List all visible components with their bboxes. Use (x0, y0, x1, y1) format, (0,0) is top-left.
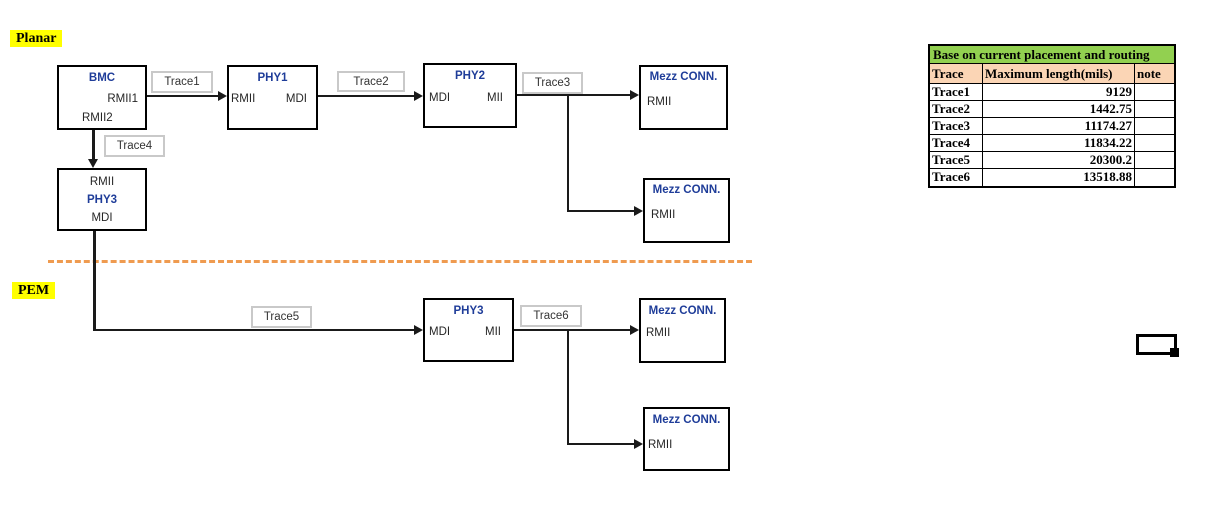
trace5-line (93, 329, 414, 331)
small-rectangle-shape[interactable] (1136, 334, 1177, 355)
cell-trace: Trace1 (930, 84, 983, 100)
col-header-trace: Trace (930, 64, 983, 83)
shape-handle-square[interactable] (1170, 348, 1179, 357)
phy3-planar-title: PHY3 (86, 194, 118, 206)
trace3-branch-vline (567, 94, 569, 212)
mezz-conn3-box[interactable]: Mezz CONN. RMII (639, 298, 726, 363)
trace3-branch-line (567, 210, 635, 212)
phy1-port-mdi: MDI (285, 93, 307, 105)
mezz-conn4-box[interactable]: Mezz CONN. RMII (643, 407, 730, 471)
trace6-line (514, 329, 631, 331)
phy2-title: PHY2 (454, 70, 486, 82)
phy1-title: PHY1 (257, 72, 288, 84)
cell-trace: Trace2 (930, 101, 983, 117)
cell-max-length: 11174.27 (983, 118, 1135, 134)
phy2-box[interactable]: PHY2 MDI MII (423, 63, 517, 128)
trace1-arrowhead-icon (218, 91, 227, 101)
mezz-conn4-title: Mezz CONN. (652, 414, 721, 426)
trace6-branch-arrowhead-icon (634, 439, 643, 449)
phy3-pem-title: PHY3 (453, 305, 484, 317)
phy3-pem-port-mdi: MDI (429, 326, 451, 338)
trace3-branch-arrowhead-icon (634, 206, 643, 216)
section-label-planar: Planar (10, 30, 63, 47)
table-row: Trace5 20300.2 (930, 152, 1174, 169)
cell-note (1135, 169, 1174, 186)
mezz-conn2-port-rmii: RMII (651, 209, 676, 221)
mezz-conn3-port-rmii: RMII (646, 327, 671, 339)
trace5-vline (93, 231, 96, 331)
cell-max-length: 9129 (983, 84, 1135, 100)
bmc-title: BMC (88, 72, 116, 84)
trace6-arrowhead-icon (630, 325, 639, 335)
trace6-branch-line (567, 443, 635, 445)
cell-note (1135, 152, 1174, 168)
bmc-port-rmii2: RMII2 (82, 112, 113, 124)
trace4-label[interactable]: Trace4 (104, 135, 165, 157)
mezz-conn2-title: Mezz CONN. (652, 184, 721, 196)
phy3-pem-port-mii: MII (485, 326, 501, 338)
table-header-row: Trace Maximum length(mils) note (930, 64, 1174, 84)
trace6-label[interactable]: Trace6 (520, 305, 582, 327)
cell-max-length: 11834.22 (983, 135, 1135, 151)
trace1-label[interactable]: Trace1 (151, 71, 213, 93)
cell-trace: Trace5 (930, 152, 983, 168)
table-row: Trace4 11834.22 (930, 135, 1174, 152)
trace3-line (517, 94, 631, 96)
phy1-box[interactable]: PHY1 RMII MDI (227, 65, 318, 130)
section-label-pem: PEM (12, 282, 56, 299)
cell-note (1135, 135, 1174, 151)
cell-trace: Trace6 (930, 169, 983, 186)
table-row: Trace1 9129 (930, 84, 1174, 101)
phy2-port-mdi: MDI (429, 92, 451, 104)
col-header-note: note (1137, 66, 1161, 81)
trace2-line (318, 95, 415, 97)
col-header-max-length: Maximum length(mils) (983, 64, 1135, 83)
cell-trace: Trace4 (930, 135, 983, 151)
mezz-conn1-title: Mezz CONN. (649, 71, 718, 83)
phy3-planar-box[interactable]: RMII PHY3 MDI (57, 168, 147, 231)
trace5-arrowhead-icon (414, 325, 423, 335)
phy1-port-rmii: RMII (231, 93, 256, 105)
cell-max-length: 1442.75 (983, 101, 1135, 117)
routing-length-table[interactable]: Base on current placement and routing Tr… (928, 44, 1176, 188)
mezz-conn1-box[interactable]: Mezz CONN. RMII (639, 65, 728, 130)
table-row: Trace6 13518.88 (930, 169, 1174, 186)
table-row: Trace2 1442.75 (930, 101, 1174, 118)
phy3-pem-box[interactable]: PHY3 MDI MII (423, 298, 514, 362)
phy2-port-mii: MII (487, 92, 503, 104)
cell-note (1135, 118, 1174, 134)
cell-max-length: 20300.2 (983, 152, 1135, 168)
trace3-label[interactable]: Trace3 (522, 72, 583, 94)
phy3-planar-port-rmii: RMII (89, 176, 115, 188)
trace4-line (92, 130, 95, 161)
bmc-port-rmii1: RMII1 (107, 93, 138, 105)
mezz-conn1-port-rmii: RMII (647, 96, 672, 108)
cell-trace: Trace3 (930, 118, 983, 134)
bmc-box[interactable]: BMC RMII1 RMII2 (57, 65, 147, 130)
phy3-planar-port-mdi: MDI (91, 212, 113, 224)
trace5-label[interactable]: Trace5 (251, 306, 312, 328)
mezz-conn3-title: Mezz CONN. (648, 305, 717, 317)
section-divider-dashed-line (48, 260, 752, 263)
trace4-arrowhead-icon (88, 159, 98, 168)
trace2-label[interactable]: Trace2 (337, 71, 405, 92)
trace3-arrowhead-icon (630, 90, 639, 100)
cell-note (1135, 84, 1174, 100)
table-title: Base on current placement and routing (930, 46, 1174, 64)
trace1-line (147, 95, 219, 97)
trace2-arrowhead-icon (414, 91, 423, 101)
mezz-conn2-box[interactable]: Mezz CONN. RMII (643, 178, 730, 243)
trace6-branch-vline (567, 329, 569, 445)
cell-max-length: 13518.88 (983, 169, 1135, 186)
cell-note (1135, 101, 1174, 117)
table-row: Trace3 11174.27 (930, 118, 1174, 135)
mezz-conn4-port-rmii: RMII (648, 439, 673, 451)
